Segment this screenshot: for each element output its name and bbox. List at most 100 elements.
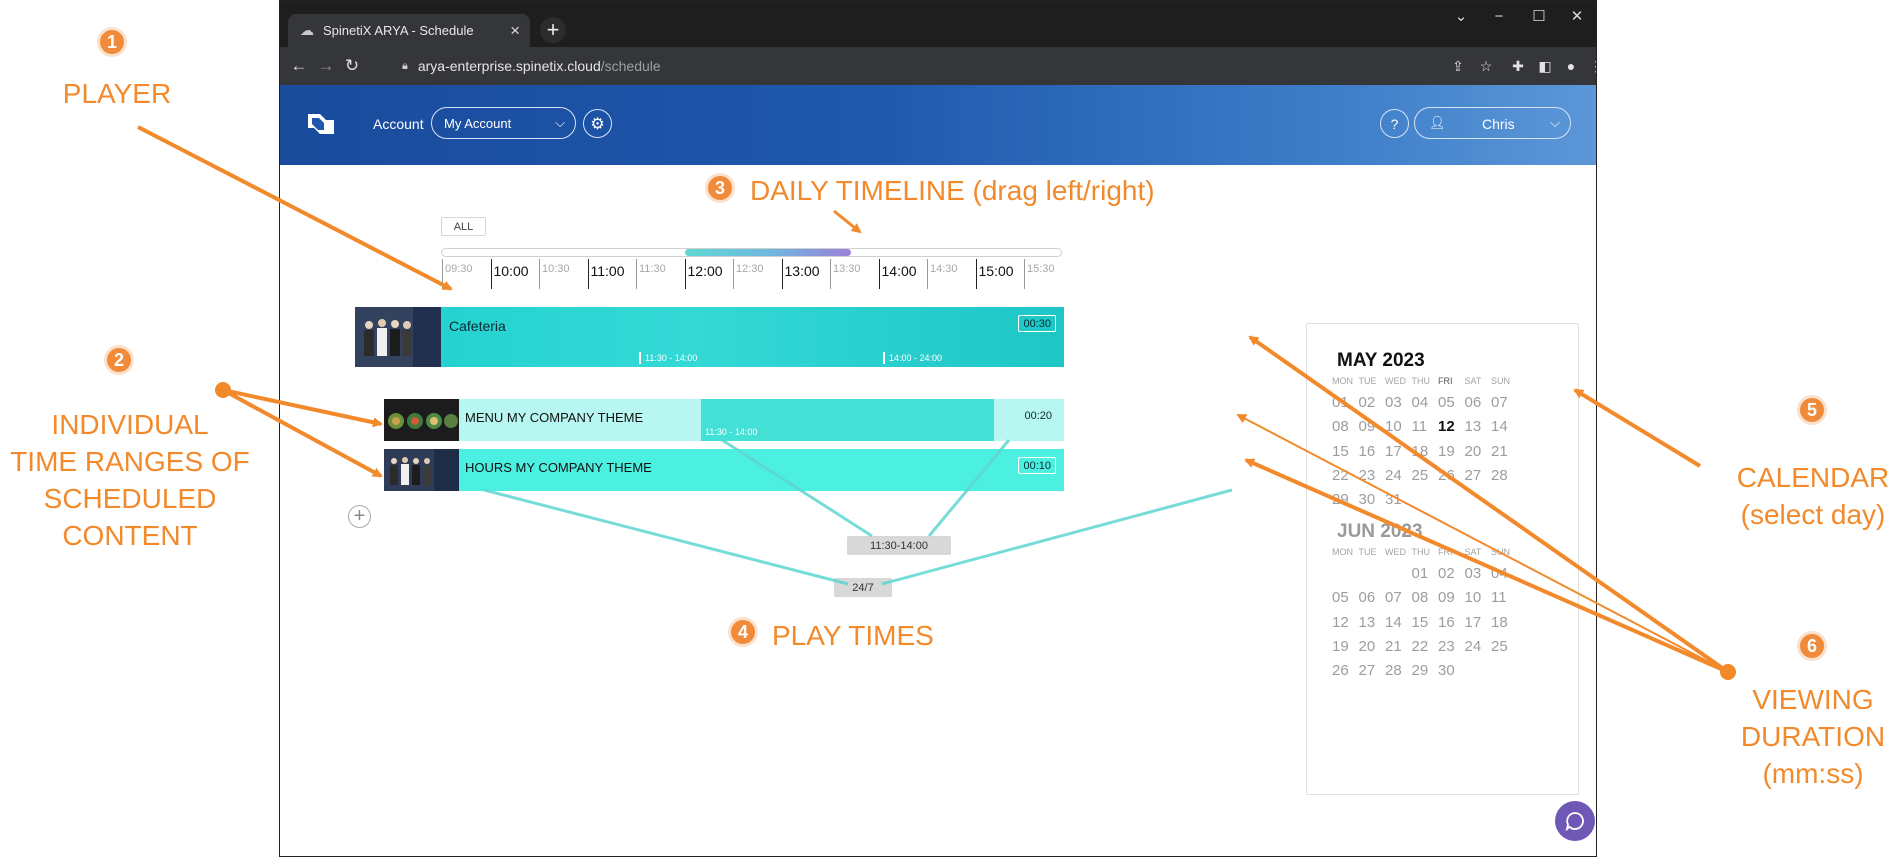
calendar-day[interactable]: 09 [1358, 418, 1376, 436]
calendar-day[interactable]: 30 [1358, 491, 1376, 509]
calendar-day[interactable]: 13 [1464, 418, 1482, 436]
all-button[interactable]: ALL [441, 217, 486, 236]
chevron-down-icon: ⌵ [1550, 115, 1560, 130]
forward-arrow-icon[interactable]: → [317, 56, 335, 75]
menu-active-range[interactable]: 11:30 - 14:00 [701, 399, 994, 441]
back-arrow-icon[interactable]: ← [290, 56, 308, 75]
calendar-day[interactable]: 08 [1332, 418, 1349, 436]
player-schedule-bar[interactable]: Cafeteria 00:30 11:30 - 14:00 14:00 - 24… [441, 307, 1064, 367]
timeline-track[interactable] [441, 248, 1062, 257]
url-field[interactable]: 🔒︎ arya-enterprise.spinetix.cloud/schedu… [398, 53, 1478, 79]
settings-gear-icon[interactable]: ⚙ [583, 109, 612, 138]
account-dropdown[interactable]: My Account ⌵ [431, 107, 576, 139]
calendar-day[interactable]: 18 [1491, 613, 1508, 631]
help-button[interactable]: ? [1380, 109, 1409, 138]
calendar-day[interactable]: 20 [1464, 442, 1482, 460]
calendar-day[interactable]: 23 [1358, 466, 1376, 484]
star-icon[interactable]: ☆ [1479, 57, 1493, 74]
calendar-day[interactable]: 22 [1332, 466, 1349, 484]
calendar-day[interactable]: 15 [1332, 442, 1349, 460]
calendar-day[interactable]: 25 [1411, 466, 1429, 484]
timeline-drag-window[interactable] [685, 249, 851, 256]
calendar-day[interactable]: 28 [1491, 466, 1508, 484]
calendar-day[interactable]: 21 [1385, 637, 1402, 655]
content-row-hours[interactable]: HOURS MY COMPANY THEME 00:10 [384, 449, 1064, 491]
calendar-day[interactable]: 31 [1385, 491, 1402, 509]
calendar-day[interactable]: 16 [1438, 613, 1455, 631]
calendar-day[interactable]: 24 [1464, 637, 1482, 655]
calendar-day[interactable]: 26 [1438, 466, 1455, 484]
calendar-day[interactable]: 26 [1332, 662, 1349, 680]
calendar-day[interactable]: 23 [1438, 637, 1455, 655]
browser-tab[interactable]: ☁ SpinetiX ARYA - Schedule × [288, 14, 530, 47]
calendar-day[interactable]: 01 [1332, 394, 1349, 411]
calendar-day[interactable]: 05 [1438, 394, 1455, 411]
new-tab-button[interactable]: + [540, 17, 566, 43]
user-dropdown[interactable]: 👤︎ Chris ⌵ [1414, 107, 1571, 139]
calendar-day[interactable]: 09 [1438, 589, 1455, 607]
calendar-day[interactable]: 21 [1491, 442, 1508, 460]
profile-icon[interactable]: ● [1566, 58, 1576, 74]
side-panel-icon[interactable]: ◧ [1538, 57, 1552, 74]
calendar-day[interactable]: 04 [1411, 394, 1429, 411]
calendar-day[interactable]: 29 [1332, 491, 1349, 509]
calendar-day[interactable]: 07 [1385, 589, 1402, 607]
tab-search-chevron-icon[interactable]: ⌄ [1454, 8, 1468, 25]
calendar-day[interactable]: 28 [1385, 662, 1402, 680]
calendar-day[interactable]: 14 [1491, 418, 1508, 436]
calendar-day[interactable]: 10 [1464, 589, 1482, 607]
calendar-day[interactable]: 02 [1358, 394, 1376, 411]
player-row[interactable]: Cafeteria 00:30 11:30 - 14:00 14:00 - 24… [355, 307, 1064, 367]
timeline-tick: 12:00 [684, 259, 723, 289]
calendar-weekday: SUN [1491, 376, 1511, 386]
calendar-day[interactable]: 20 [1358, 637, 1376, 655]
calendar-day[interactable]: 18 [1411, 442, 1429, 460]
calendar-day[interactable]: 03 [1464, 565, 1482, 582]
calendar-day[interactable]: 08 [1411, 589, 1429, 607]
calendar-day[interactable]: 30 [1438, 662, 1455, 680]
calendar-day[interactable]: 27 [1464, 466, 1482, 484]
add-content-button[interactable]: + [348, 505, 371, 528]
maximize-icon[interactable]: ☐ [1532, 8, 1546, 25]
calendar-day[interactable]: 03 [1385, 394, 1402, 411]
extensions-icon[interactable]: ✚ [1512, 57, 1524, 74]
calendar-day[interactable]: 10 [1385, 418, 1402, 436]
share-icon[interactable]: ⇪ [1452, 57, 1464, 74]
calendar-day[interactable]: 22 [1411, 637, 1429, 655]
calendar-day[interactable]: 17 [1385, 442, 1402, 460]
calendar-day[interactable]: 16 [1358, 442, 1376, 460]
calendar-day[interactable]: 12 [1438, 418, 1455, 436]
calendar-day[interactable]: 29 [1411, 662, 1429, 680]
tab-close-icon[interactable]: × [510, 21, 520, 40]
calendar-day[interactable]: 06 [1358, 589, 1376, 607]
calendar-day[interactable]: 25 [1491, 637, 1508, 655]
calendar-day[interactable]: 12 [1332, 613, 1349, 631]
minimize-icon[interactable]: − [1494, 7, 1504, 25]
calendar-day[interactable]: 06 [1464, 394, 1482, 411]
calendar-day[interactable]: 19 [1332, 637, 1349, 655]
menu-schedule-bar[interactable]: 11:30 - 14:00 MENU MY COMPANY THEME 00:2… [459, 399, 1064, 441]
reload-icon[interactable]: ↻ [344, 56, 360, 75]
calendar-day[interactable]: 17 [1464, 613, 1482, 631]
calendar-day[interactable]: 14 [1385, 613, 1402, 631]
content-row-menu[interactable]: 11:30 - 14:00 MENU MY COMPANY THEME 00:2… [384, 399, 1064, 441]
calendar-day[interactable]: 13 [1358, 613, 1376, 631]
calendar-day[interactable]: 11 [1411, 418, 1428, 436]
calendar-day[interactable]: 01 [1411, 565, 1429, 582]
chat-bubble-icon[interactable] [1555, 801, 1595, 841]
calendar-day[interactable]: 02 [1438, 565, 1455, 582]
calendar-day[interactable]: 11 [1491, 589, 1507, 607]
calendar-day[interactable]: 07 [1491, 394, 1508, 411]
annotation-player-label: PLAYER [62, 78, 172, 109]
calendar-day[interactable]: 05 [1332, 589, 1349, 607]
calendar-day[interactable]: 27 [1358, 662, 1376, 680]
calendar-day[interactable]: 15 [1411, 613, 1429, 631]
menu-kebab-icon[interactable]: ⋮ [1586, 56, 1596, 76]
calendar-day[interactable]: 19 [1438, 442, 1455, 460]
calendar-day[interactable]: 04 [1491, 565, 1508, 582]
calendar-day[interactable]: 24 [1385, 466, 1402, 484]
close-window-icon[interactable]: ✕ [1570, 8, 1584, 25]
calendar-weekday: MON [1332, 547, 1353, 557]
hours-thumbnail-image [384, 449, 459, 491]
hours-schedule-bar[interactable]: HOURS MY COMPANY THEME 00:10 [459, 449, 1064, 491]
